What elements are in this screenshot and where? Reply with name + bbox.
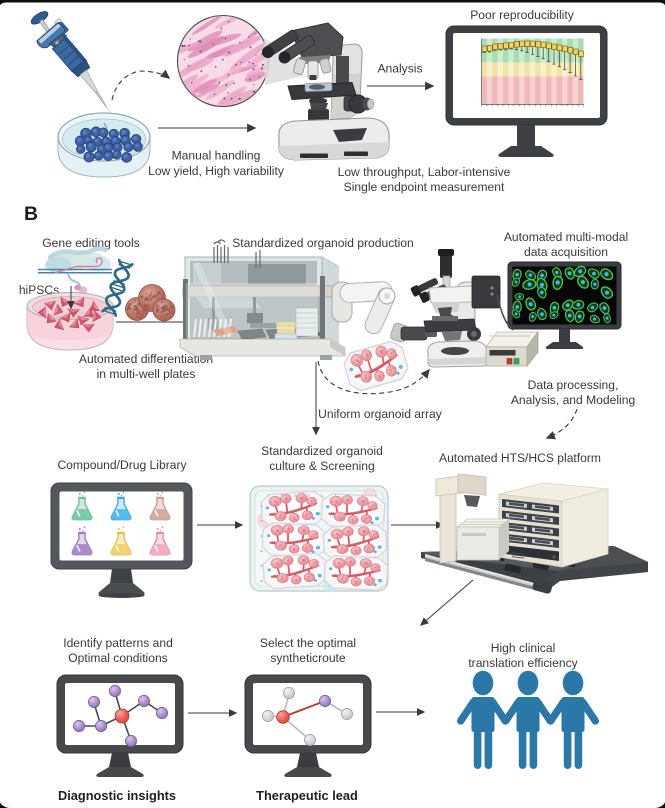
svg-text:Optimal conditions: Optimal conditions [68, 651, 167, 665]
svg-text:Manual handling: Manual handling [172, 149, 261, 163]
svg-text:Analysis, and Modeling: Analysis, and Modeling [511, 393, 635, 407]
svg-text:Uniform organoid array: Uniform organoid array [318, 407, 443, 421]
svg-text:Therapeutic lead: Therapeutic lead [256, 788, 358, 803]
svg-text:Diagnostic insights: Diagnostic insights [58, 788, 176, 803]
svg-text:Gene editing tools: Gene editing tools [42, 236, 140, 250]
svg-text:Analysis: Analysis [377, 62, 422, 76]
svg-text:Low yield, High variability: Low yield, High variability [148, 164, 285, 178]
svg-text:syntheticroute: syntheticroute [270, 651, 346, 665]
svg-text:hiPSCs: hiPSCs [19, 283, 59, 297]
svg-text:Select the optimal: Select the optimal [260, 636, 356, 650]
svg-text:Low throughput, Labor-intensiv: Low throughput, Labor-intensive [338, 165, 511, 179]
svg-text:B: B [24, 203, 38, 225]
svg-text:Identify patterns and: Identify patterns and [63, 636, 173, 650]
svg-text:High clinical: High clinical [491, 641, 556, 655]
svg-text:Single endpoint measurement: Single endpoint measurement [344, 180, 505, 194]
svg-text:Poor reproducibility: Poor reproducibility [470, 8, 574, 22]
svg-text:Standardized organoid producti: Standardized organoid production [232, 236, 414, 250]
svg-text:Data processing,: Data processing, [528, 378, 619, 392]
svg-text:Standardized organoid: Standardized organoid [261, 444, 383, 458]
svg-text:culture & Screening: culture & Screening [269, 459, 375, 473]
svg-text:Automated multi-modal: Automated multi-modal [504, 230, 628, 244]
svg-text:data acquisition: data acquisition [524, 245, 608, 259]
svg-text:Compound/Drug Library: Compound/Drug Library [57, 458, 187, 472]
svg-text:Automated HTS/HCS platform: Automated HTS/HCS platform [439, 451, 601, 465]
svg-text:Automated differentiation: Automated differentiation [79, 352, 213, 366]
svg-text:translation efficiency: translation efficiency [468, 656, 578, 670]
svg-text:in multi-well plates: in multi-well plates [97, 367, 196, 381]
